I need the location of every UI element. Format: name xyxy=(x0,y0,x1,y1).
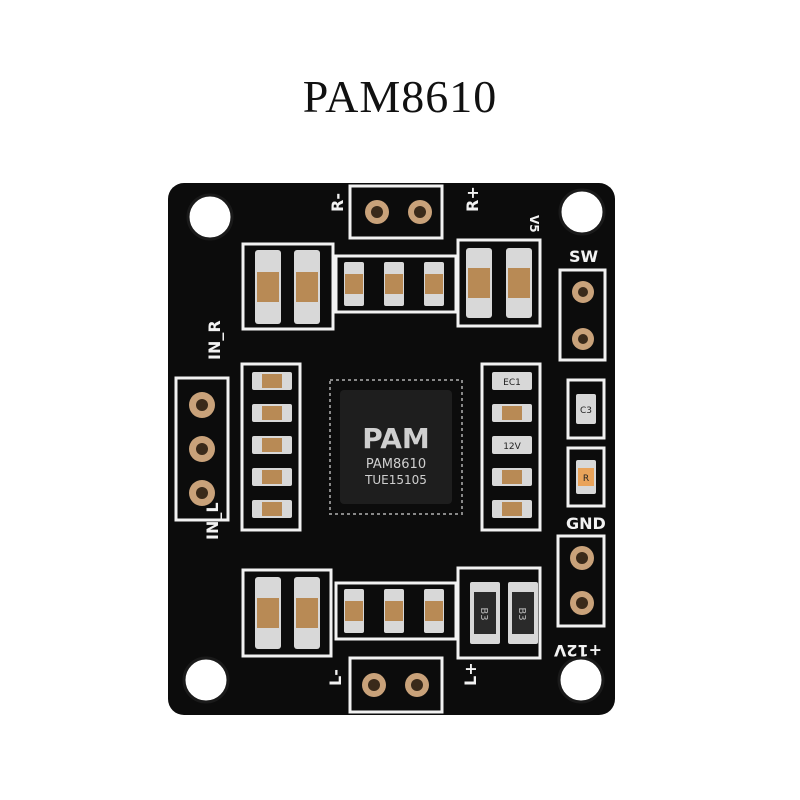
amplifier-chip xyxy=(329,379,463,515)
mounting-holes xyxy=(182,188,606,704)
label-gnd: GND xyxy=(566,514,606,533)
far-right-components xyxy=(566,378,606,508)
mark-12v: 12V xyxy=(503,442,521,452)
right-output-header xyxy=(348,184,444,240)
mark-ec1: EC1 xyxy=(503,378,521,388)
power-header xyxy=(556,534,606,628)
bottom-components xyxy=(241,566,542,660)
label-l-minus: L- xyxy=(326,669,345,686)
label-v5: V5 xyxy=(527,215,541,233)
label-r-plus: R+ xyxy=(463,186,482,212)
chip-logo: PAM xyxy=(362,422,429,455)
product-title: PAM8610 xyxy=(302,71,498,122)
left-output-header xyxy=(348,656,444,714)
mark-d1: B3 xyxy=(478,607,489,620)
label-in-r: IN_R xyxy=(205,320,224,360)
top-components xyxy=(241,238,542,331)
label-r-minus: R- xyxy=(328,193,347,212)
label-l-plus: L+ xyxy=(461,662,480,686)
mark-c3: C3 xyxy=(580,406,592,416)
switch-header xyxy=(558,268,607,362)
mark-led-r: R xyxy=(583,474,589,484)
label-plus-12v: +12V xyxy=(553,641,602,660)
chip-date-code: TUE15105 xyxy=(364,473,427,487)
label-sw: SW xyxy=(569,247,599,266)
chip-part-number: PAM8610 xyxy=(366,457,426,472)
mark-d2: B3 xyxy=(516,607,527,620)
right-components xyxy=(480,362,542,532)
left-components xyxy=(240,362,302,532)
input-header xyxy=(174,376,230,522)
